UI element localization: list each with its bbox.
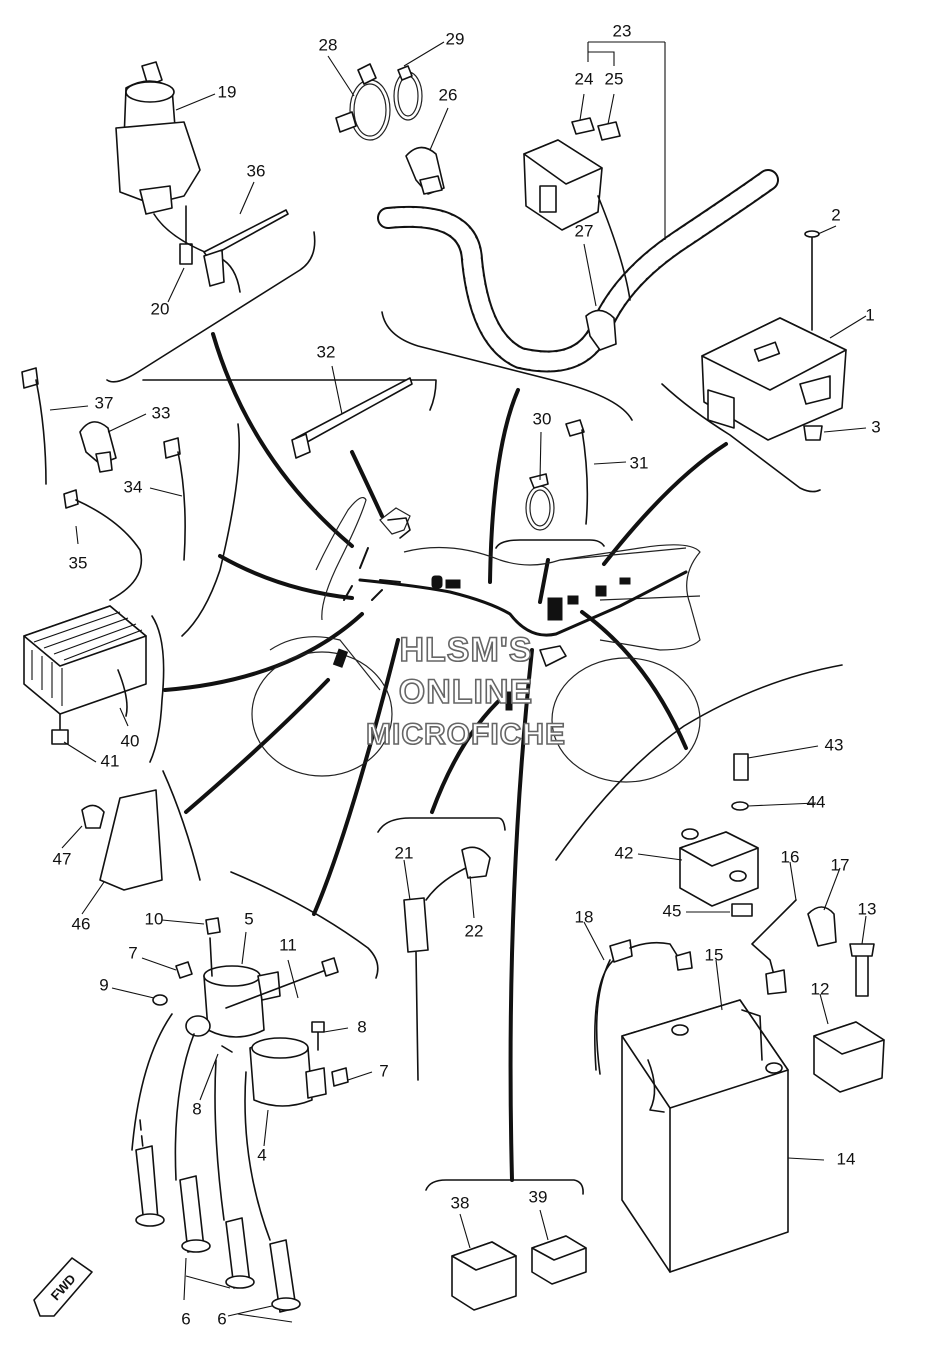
callout-38: 38 [451, 1193, 470, 1212]
callout-17: 17 [831, 855, 850, 874]
callout-46: 46 [72, 914, 91, 933]
cable-tie-32 [291, 377, 413, 459]
callout-36: 36 [247, 161, 266, 180]
callout-15: 15 [705, 945, 724, 964]
callout-1: 1 [865, 305, 874, 324]
ties-33-37 [21, 367, 186, 601]
callout-35: 35 [69, 553, 88, 572]
callout-18: 18 [575, 907, 594, 926]
callout-26: 26 [439, 85, 458, 104]
pad-46-47 [81, 789, 163, 891]
callout-25: 25 [605, 69, 624, 88]
callout-6b: 6 [217, 1309, 226, 1328]
callout-45: 45 [663, 901, 682, 920]
starter-relay-12-17 [751, 899, 885, 1093]
callout-8a: 8 [357, 1017, 366, 1036]
battery-part [594, 939, 789, 1273]
rectifier-regulator-part [23, 605, 147, 745]
motorcycle-outline [251, 497, 701, 783]
callout-12: 12 [811, 979, 830, 998]
callout-39: 39 [529, 1187, 548, 1206]
callout-21: 21 [395, 843, 414, 862]
control-unit-part [701, 230, 847, 441]
callout-23: 23 [613, 21, 632, 40]
cable-tie-36 [203, 209, 289, 287]
callout-24: 24 [575, 69, 594, 88]
group-brackets [106, 231, 843, 1195]
watermark: HLSM'S ONLINE MICROFICHE [365, 630, 566, 752]
callout-43: 43 [825, 735, 844, 754]
callout-11: 11 [279, 935, 297, 954]
callout-9: 9 [99, 975, 108, 994]
callout-7b: 7 [379, 1061, 388, 1080]
watermark-line-3: MICROFICHE [366, 718, 566, 751]
callout-40: 40 [121, 731, 140, 750]
relays-38-39 [451, 1235, 587, 1311]
clip-30-31 [525, 419, 589, 531]
callout-numbers: 1 2 3 4 5 6 6 7 7 8 8 9 10 11 12 13 14 1… [53, 21, 881, 1328]
callout-8b: 8 [192, 1099, 201, 1118]
callout-30: 30 [533, 409, 552, 428]
callout-16: 16 [781, 847, 800, 866]
ignition-coils-part [152, 917, 349, 1107]
spiral-harness [377, 169, 779, 373]
callout-5: 5 [244, 909, 253, 928]
fuse-box-part [523, 117, 621, 231]
clamp-26 [405, 146, 445, 195]
callout-34: 34 [124, 477, 143, 496]
callout-4: 4 [257, 1145, 266, 1164]
watermark-line-2: ONLINE [399, 673, 533, 711]
callout-14: 14 [837, 1149, 856, 1168]
callout-42: 42 [615, 843, 634, 862]
switch-21-22 [403, 846, 491, 1081]
leader-curves [163, 332, 728, 1182]
callout-31: 31 [630, 453, 649, 472]
callout-6a: 6 [181, 1309, 190, 1328]
main-harness [332, 547, 688, 711]
callout-29: 29 [446, 29, 465, 48]
relay-42-45 [679, 753, 759, 917]
callout-41: 41 [101, 751, 120, 770]
main-switch-part [115, 61, 241, 293]
callout-3: 3 [871, 417, 880, 436]
callout-leaders [49, 41, 867, 1323]
hose-clamps-28-29 [335, 63, 423, 141]
callout-27: 27 [575, 221, 594, 240]
callout-44: 44 [807, 792, 826, 811]
spark-plug-caps-part [131, 1013, 301, 1313]
callout-2: 2 [831, 205, 840, 224]
callout-20: 20 [151, 299, 170, 318]
callout-47: 47 [53, 849, 72, 868]
callout-10: 10 [145, 909, 164, 928]
callout-28: 28 [319, 35, 338, 54]
callout-37: 37 [95, 393, 114, 412]
callout-19: 19 [218, 82, 237, 101]
callout-32: 32 [317, 342, 336, 361]
callout-7a: 7 [128, 943, 137, 962]
fwd-direction-badge: FWD [33, 1257, 93, 1317]
watermark-line-1: HLSM'S [399, 631, 532, 669]
callout-22: 22 [465, 921, 484, 940]
callout-13: 13 [858, 899, 877, 918]
callout-33: 33 [152, 403, 171, 422]
